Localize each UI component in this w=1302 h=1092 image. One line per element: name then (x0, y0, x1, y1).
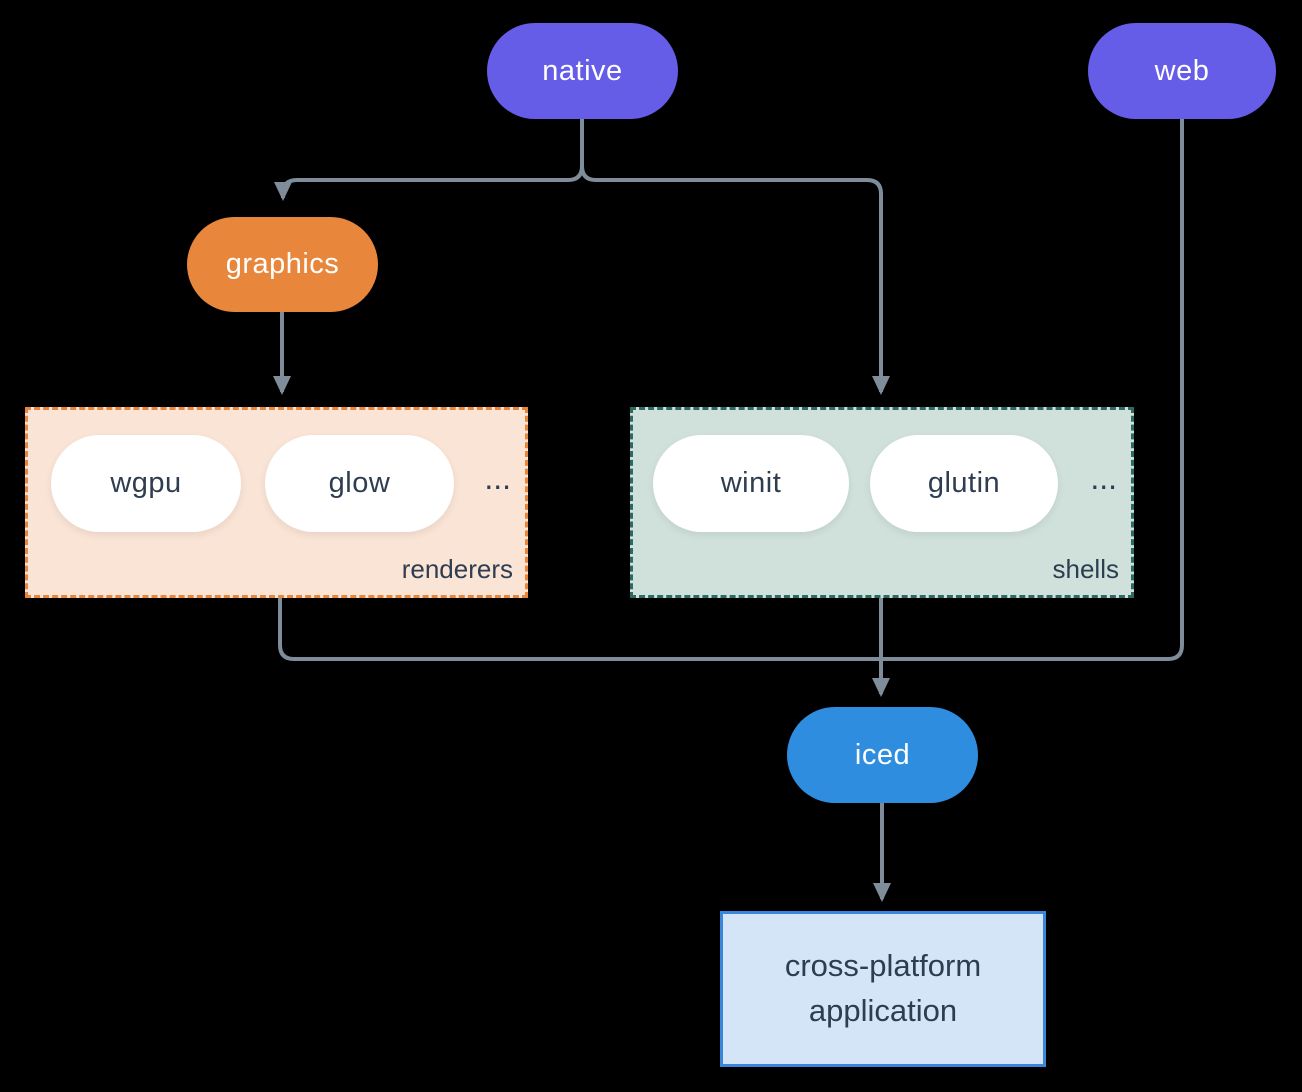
node-graphics-label: graphics (225, 248, 340, 280)
node-glow: glow (265, 435, 454, 532)
node-winit-label: winit (720, 467, 782, 499)
group-shells: winit glutin ... shells (630, 407, 1134, 598)
node-winit: winit (653, 435, 849, 532)
node-iced: iced (787, 707, 978, 803)
edge-renderers-to-junction (278, 598, 881, 661)
node-native: native (487, 23, 678, 119)
node-glutin-label: glutin (927, 467, 1001, 499)
renderers-group-label: renderers (401, 554, 513, 584)
node-graphics: graphics (187, 217, 378, 312)
edge-native-to-shells (580, 119, 890, 395)
node-cross-platform-application: cross-platform application (720, 911, 1046, 1067)
node-glutin: glutin (870, 435, 1058, 532)
shells-ellipsis: ... (1090, 460, 1117, 496)
group-renderers: wgpu glow ... renderers (25, 407, 528, 598)
node-wgpu: wgpu (51, 435, 241, 532)
shells-group-label: shells (1052, 554, 1119, 584)
node-web: web (1088, 23, 1276, 119)
edge-web-to-junction (881, 119, 1184, 661)
node-iced-label: iced (854, 738, 911, 771)
node-native-label: native (542, 54, 623, 87)
renderers-ellipsis: ... (484, 460, 511, 496)
edge-native-to-graphics (274, 119, 584, 201)
application-label-line1: cross-platform (784, 948, 982, 984)
application-label-line2: application (808, 993, 958, 1028)
node-web-label: web (1154, 54, 1210, 87)
node-glow-label: glow (328, 467, 391, 499)
node-wgpu-label: wgpu (110, 467, 182, 499)
